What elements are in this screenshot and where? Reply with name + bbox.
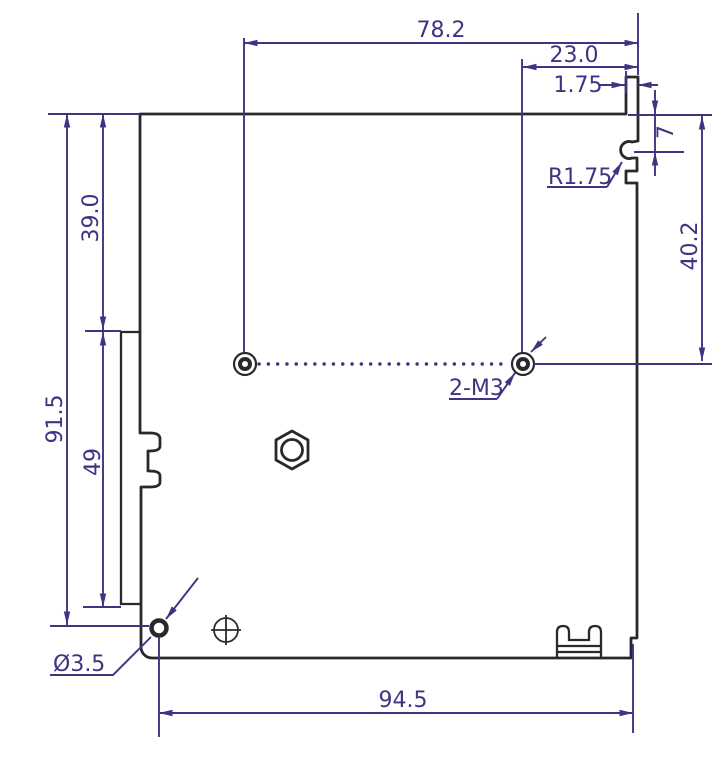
dim-label-hole-offset: 23.0 xyxy=(550,43,599,68)
hex-nut-icon xyxy=(274,429,310,471)
left-bracket-plate xyxy=(119,330,140,606)
leader-hook-radius-arrow xyxy=(606,161,623,188)
mount-hole-left xyxy=(232,351,258,377)
case-screw-icon xyxy=(211,615,241,645)
mount-hole-pointer-arrow xyxy=(530,336,547,353)
dim-label-tab-width: 1.75 xyxy=(554,73,603,98)
part-outline-group xyxy=(119,75,640,660)
leader-hole-diameter xyxy=(50,636,152,676)
dim-label-tab-depth: 7 xyxy=(654,125,679,139)
dim-label-bracket-height: 49 xyxy=(81,448,106,476)
mount-hole-right xyxy=(510,351,536,377)
dim-label-width-bottom: 94.5 xyxy=(379,688,428,713)
extension-lines xyxy=(48,13,712,737)
case-outline xyxy=(138,75,640,660)
hex-nut-bore xyxy=(280,438,304,462)
leader-thread-callout-arrow xyxy=(496,372,516,400)
dim-label-hole-diameter: Ø3.5 xyxy=(53,652,105,677)
dimension-group: 78.2 23.0 1.75 7 R1.75 40.2 39.0 91.5 49… xyxy=(43,13,712,737)
corner-hole xyxy=(149,618,169,638)
dim-label-side-height: 40.2 xyxy=(678,222,703,271)
bottom-clip-feature xyxy=(555,624,603,658)
corner-hole-pointer-arrow xyxy=(165,577,199,620)
dim-label-width-top: 78.2 xyxy=(417,18,466,43)
dim-label-total-height: 91.5 xyxy=(43,395,68,444)
dim-label-hook-radius: R1.75 xyxy=(548,165,612,190)
dim-label-thread-callout: 2-M3 xyxy=(449,376,504,401)
dim-label-upper-height: 39.0 xyxy=(79,194,104,243)
